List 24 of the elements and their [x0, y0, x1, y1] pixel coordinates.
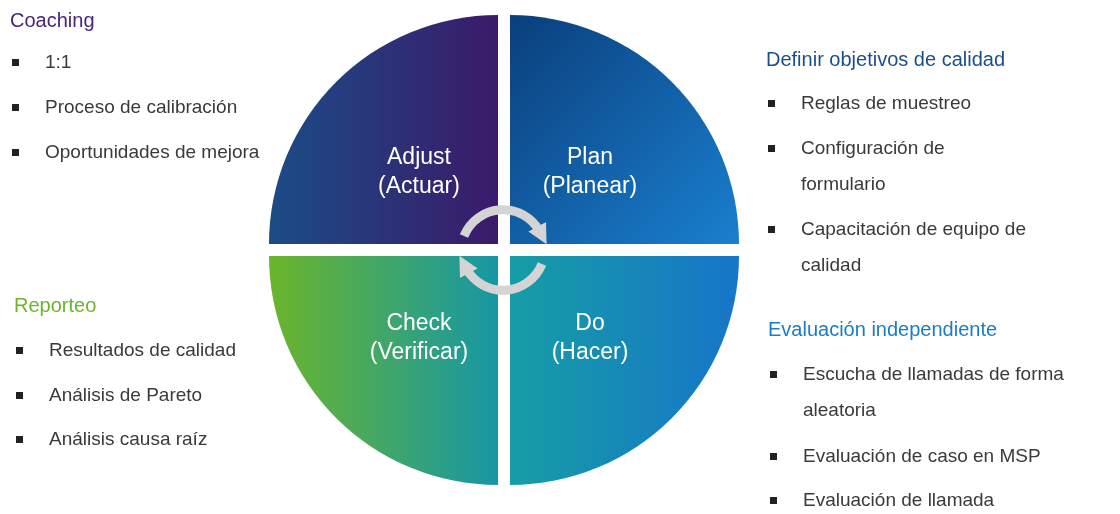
- list-item: Escucha de llamadas de forma aleatoria: [803, 362, 1065, 422]
- phase-label: Do (Hacer): [550, 308, 630, 366]
- list-item: Configuración de formulario: [801, 136, 946, 196]
- list-item: 1:1: [45, 50, 73, 74]
- list-item: Análisis causa raíz: [49, 427, 209, 451]
- phase-label: Adjust (Actuar): [377, 142, 461, 200]
- quadrant-segment: [510, 256, 739, 485]
- list-item: Resultados de calidad: [49, 338, 237, 362]
- list-item: Reglas de muestreo: [801, 91, 973, 115]
- section-heading: Coaching: [10, 8, 96, 33]
- phase-label: Check (Verificar): [368, 308, 470, 366]
- list-item: Evaluación de llamada: [803, 488, 996, 512]
- list-item: Análisis de Pareto: [49, 383, 204, 407]
- list-item: Oportunidades de mejora: [45, 140, 261, 164]
- list-item: Proceso de calibración: [45, 95, 239, 119]
- list-item: Evaluación de caso en MSP: [803, 444, 1042, 468]
- section-heading: Reporteo: [14, 293, 98, 318]
- quadrant-segment: [269, 15, 498, 244]
- section-heading: Evaluación independiente: [768, 317, 999, 342]
- phase-label: Plan (Planear): [541, 142, 639, 200]
- section-heading: Definir objetivos de calidad: [766, 47, 1007, 72]
- quadrant-segment: [269, 256, 498, 485]
- list-item: Capacitación de equipo de calidad: [801, 217, 1027, 277]
- quadrant-segment: [510, 15, 739, 244]
